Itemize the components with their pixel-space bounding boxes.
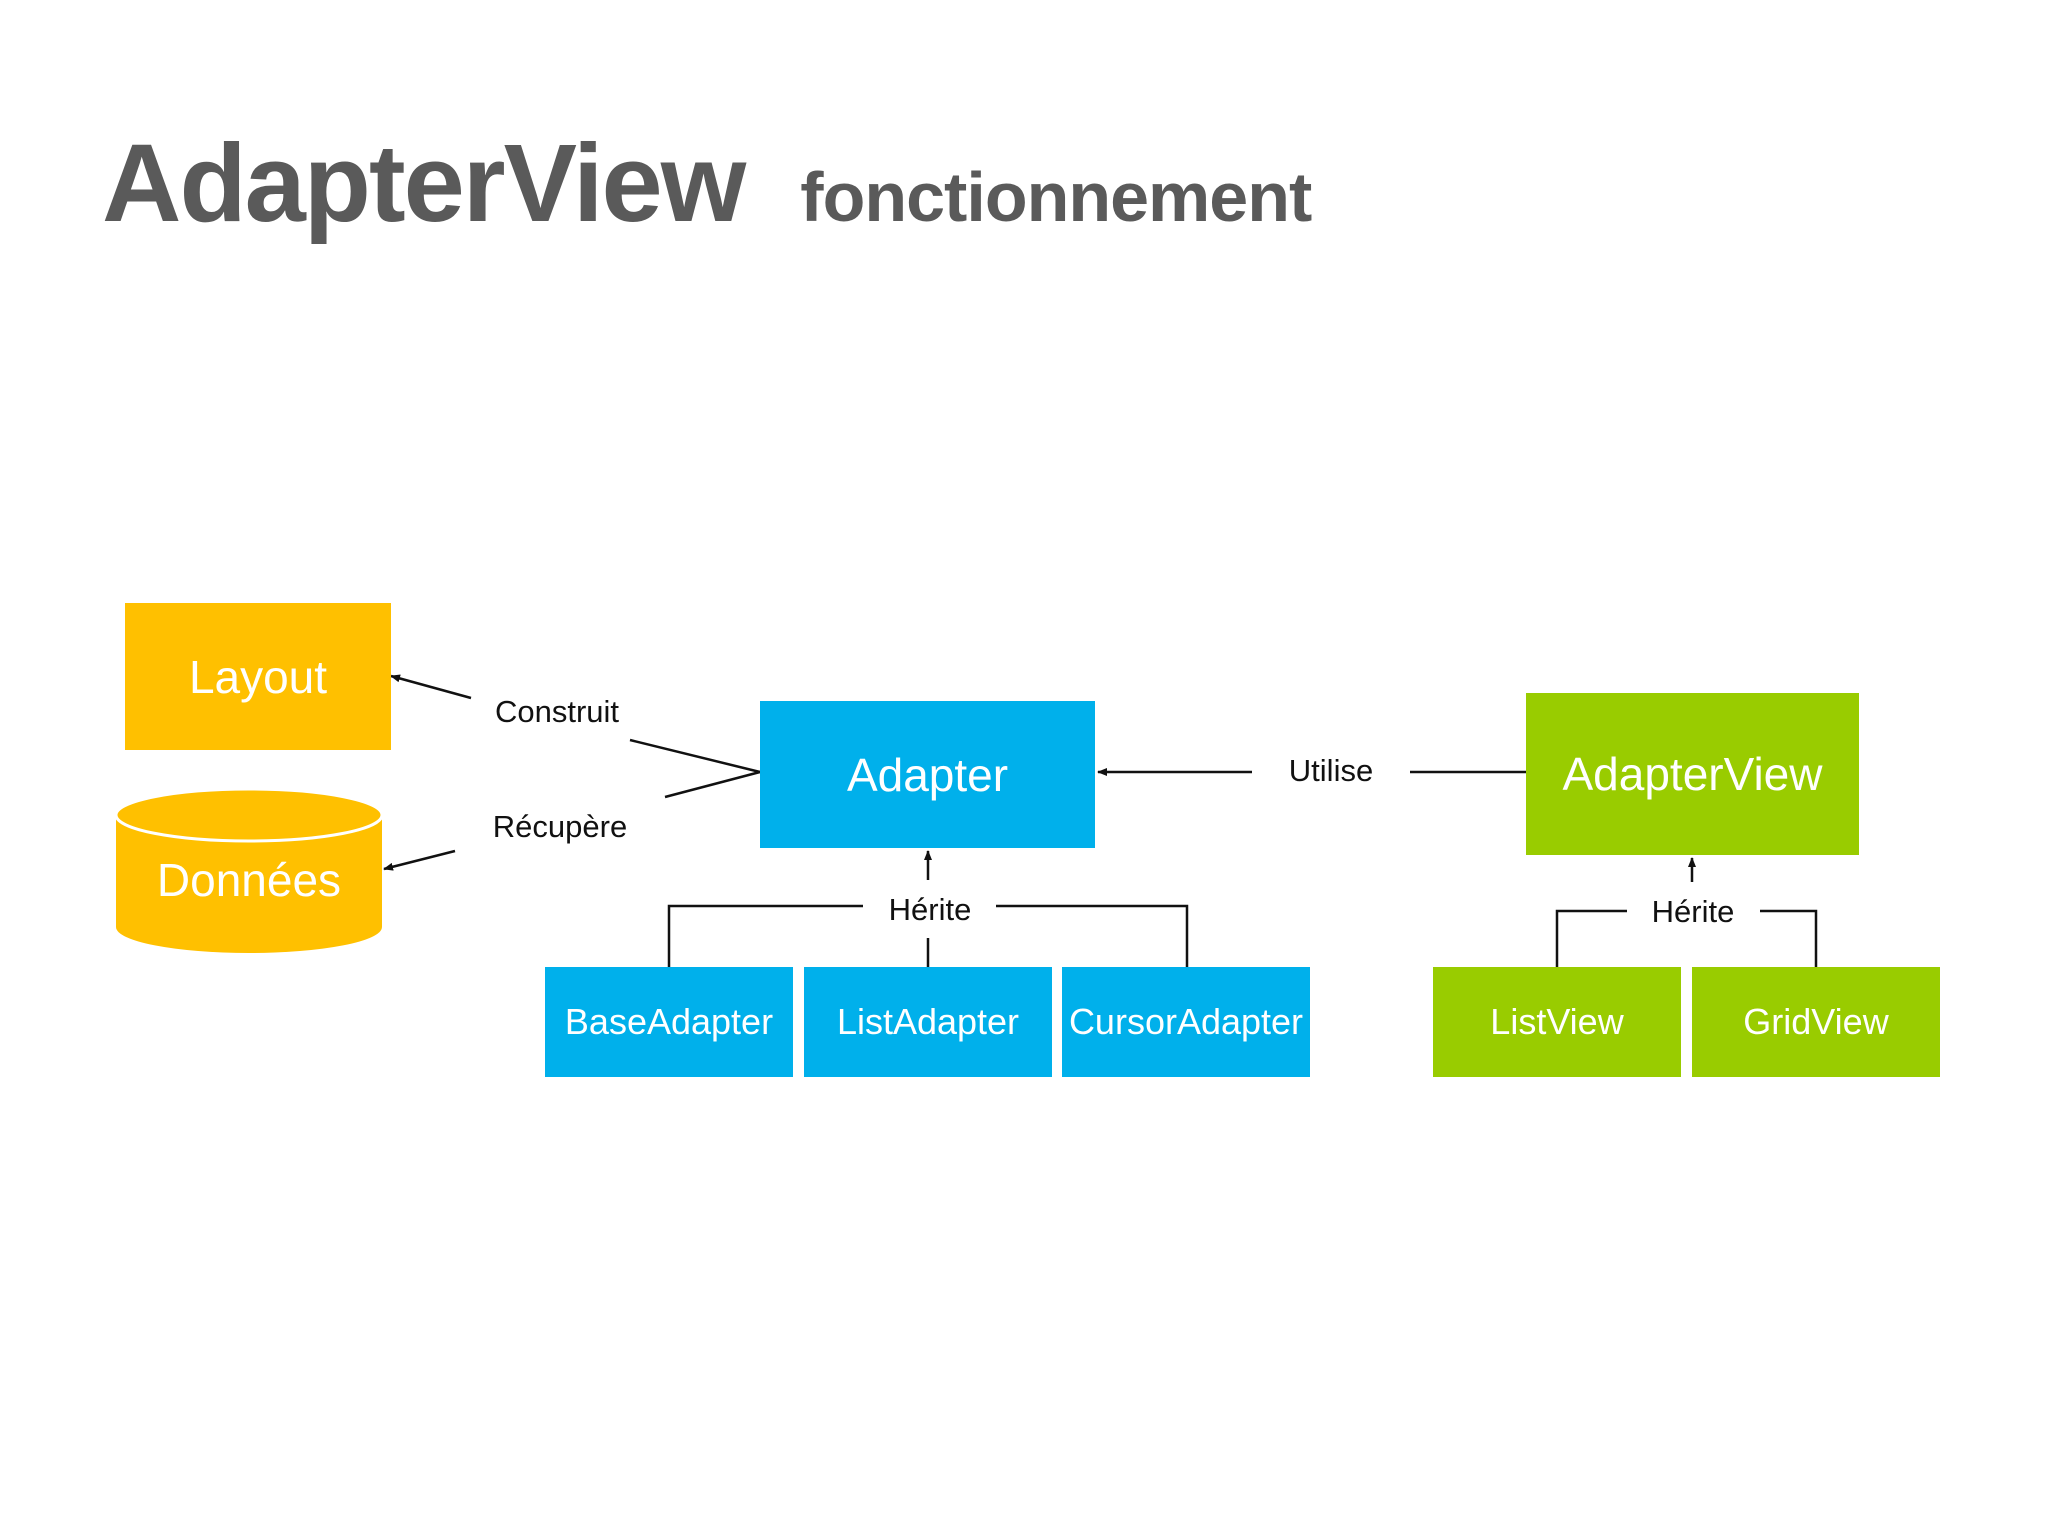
- base-adapter-connector: [667, 904, 863, 967]
- adapter-recupere-line: [664, 770, 761, 799]
- title-main: AdapterView: [102, 122, 746, 245]
- grid-view-box: GridView: [1692, 967, 1940, 1077]
- cursor-adapter-box: CursorAdapter: [1062, 967, 1310, 1077]
- list-view-box: ListView: [1433, 967, 1681, 1077]
- construit-arrow: [390, 674, 472, 700]
- construit-label: Construit: [494, 694, 620, 729]
- adapter-box: Adapter: [760, 701, 1095, 848]
- adapterview-herite-label: Hérite: [1651, 894, 1735, 929]
- adapterview-box: AdapterView: [1526, 693, 1859, 855]
- utilise-label: Utilise: [1288, 753, 1374, 788]
- cursor-adapter-connector: [996, 904, 1189, 967]
- adapter-herite-label: Hérite: [888, 892, 972, 927]
- list-adapter-box: ListAdapter: [804, 967, 1052, 1077]
- list-view-connector: [1555, 909, 1627, 967]
- adapter-construit-line: [629, 738, 761, 774]
- donnees-label: Données: [156, 854, 342, 906]
- base-adapter-box: BaseAdapter: [545, 967, 793, 1077]
- recupere-arrow: [383, 849, 456, 871]
- grid-view-connector: [1760, 909, 1818, 967]
- donnees-cylinder: [114, 787, 384, 953]
- slide-title: AdapterView fonctionnement: [102, 120, 1312, 247]
- title-subtitle: fonctionnement: [800, 158, 1312, 236]
- recupere-label: Récupère: [492, 809, 628, 844]
- layout-box: Layout: [125, 603, 391, 750]
